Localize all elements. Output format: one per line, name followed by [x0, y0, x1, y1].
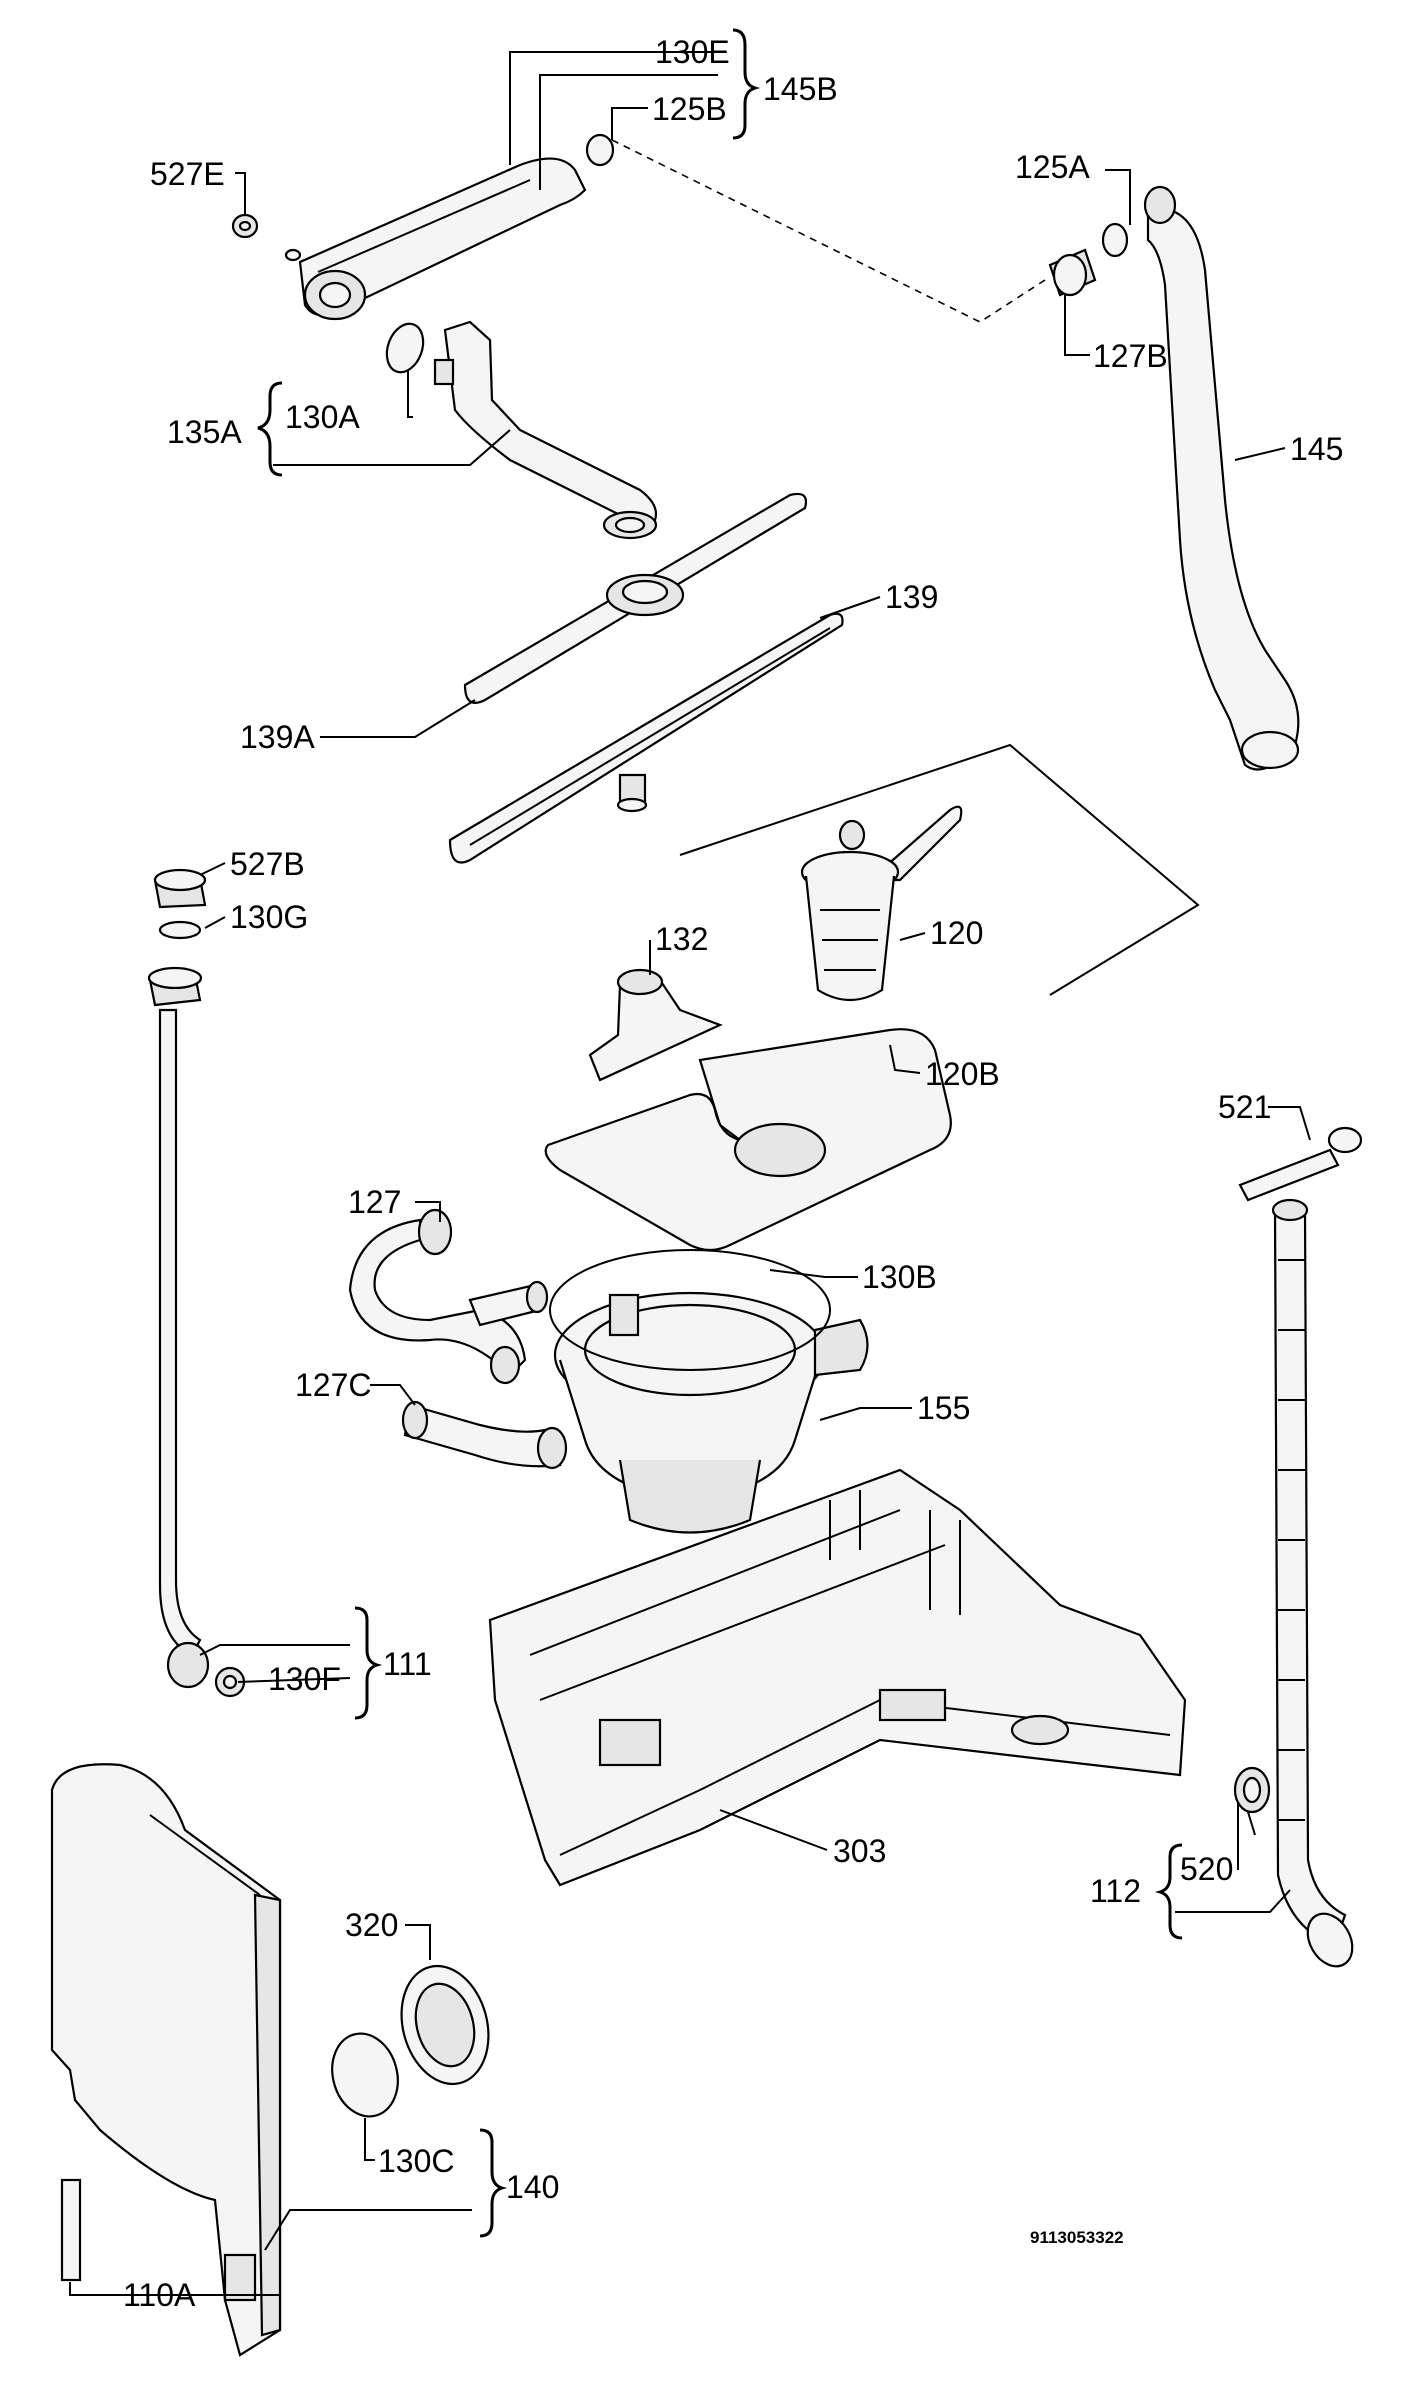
- part-145-hose: [1143, 185, 1300, 771]
- part-140-panel: [50, 1763, 282, 2357]
- label-130b: 130B: [862, 1259, 937, 1295]
- braces: [257, 28, 1183, 2238]
- label-145: 145: [1290, 431, 1343, 467]
- label-120b: 120B: [925, 1056, 1000, 1092]
- label-127c: 127C: [295, 1367, 372, 1403]
- label-527e: 527E: [150, 156, 225, 192]
- part-127c-hose: [401, 1400, 568, 1470]
- leader-lines: [69, 51, 1311, 2296]
- part-130a-seal-ring: [385, 322, 425, 374]
- part-135a-arm-supply: [433, 320, 658, 540]
- label-521: 521: [1218, 1089, 1271, 1125]
- part-130c-seal-ring: [331, 2032, 399, 2118]
- part-120b-filter-plate: [544, 1028, 952, 1252]
- part-132-valve: [588, 968, 723, 1082]
- label-125b: 125B: [652, 91, 727, 127]
- label-112: 112: [1090, 1873, 1141, 1909]
- label-130c: 130C: [378, 2143, 455, 2179]
- part-130g-washer: [158, 920, 202, 940]
- label-320: 320: [345, 1907, 398, 1943]
- part-labels: 130E 145B 125B 527E 125A 127B 135A 130A …: [123, 34, 1343, 2313]
- label-130e: 130E: [655, 34, 730, 70]
- part-127-hose: [348, 1208, 549, 1385]
- part-145b-upper-spray-pipe: [284, 157, 587, 321]
- label-140: 140: [506, 2169, 559, 2205]
- label-130f: 130F: [268, 1661, 341, 1697]
- part-320-seal: [400, 1964, 490, 2086]
- part-527b-nut: [153, 868, 207, 909]
- label-120: 120: [930, 915, 983, 951]
- part-130f-nut: [214, 1666, 246, 1698]
- label-130a: 130A: [285, 399, 360, 435]
- part-125b-seal-ring: [585, 133, 615, 167]
- label-139: 139: [885, 579, 938, 615]
- part-139-spray-arm: [448, 612, 844, 864]
- label-520: 520: [1180, 1851, 1233, 1887]
- diagram-code: 9113053322: [1030, 2228, 1124, 2247]
- label-127b: 127B: [1093, 338, 1168, 374]
- label-132: 132: [655, 921, 708, 957]
- part-527e-nut: [231, 213, 259, 239]
- part-125a-seal-ring: [1101, 222, 1129, 258]
- part-110a-rod: [60, 2178, 82, 2282]
- label-527b: 527B: [230, 846, 305, 882]
- part-111-drain-hose: [147, 966, 210, 1689]
- label-130g: 130G: [230, 899, 308, 935]
- label-145b: 145B: [763, 71, 838, 107]
- part-112-drain-hose: [1271, 1198, 1354, 1968]
- label-110a: 110A: [123, 2277, 196, 2313]
- label-135a: 135A: [167, 414, 242, 450]
- part-127b-connector: [1048, 248, 1097, 297]
- filter-group-frame: [679, 743, 1200, 996]
- part-520-seal: [1233, 1766, 1271, 1814]
- label-139a: 139A: [240, 719, 315, 755]
- part-120-filter: [800, 805, 963, 1001]
- part-303-base: [488, 1468, 1187, 1887]
- part-155-sump: [553, 1291, 869, 1534]
- part-521-clip: [1238, 1126, 1363, 1202]
- label-125a: 125A: [1015, 149, 1090, 185]
- label-155: 155: [917, 1390, 970, 1426]
- label-127: 127: [348, 1184, 401, 1220]
- label-111: 111: [383, 1646, 432, 1682]
- part-139a-spray-arm: [463, 492, 808, 704]
- label-303: 303: [833, 1833, 886, 1869]
- assembly-dashed-line: [611, 139, 1046, 323]
- part-130b-seal-ring: [549, 1249, 831, 1371]
